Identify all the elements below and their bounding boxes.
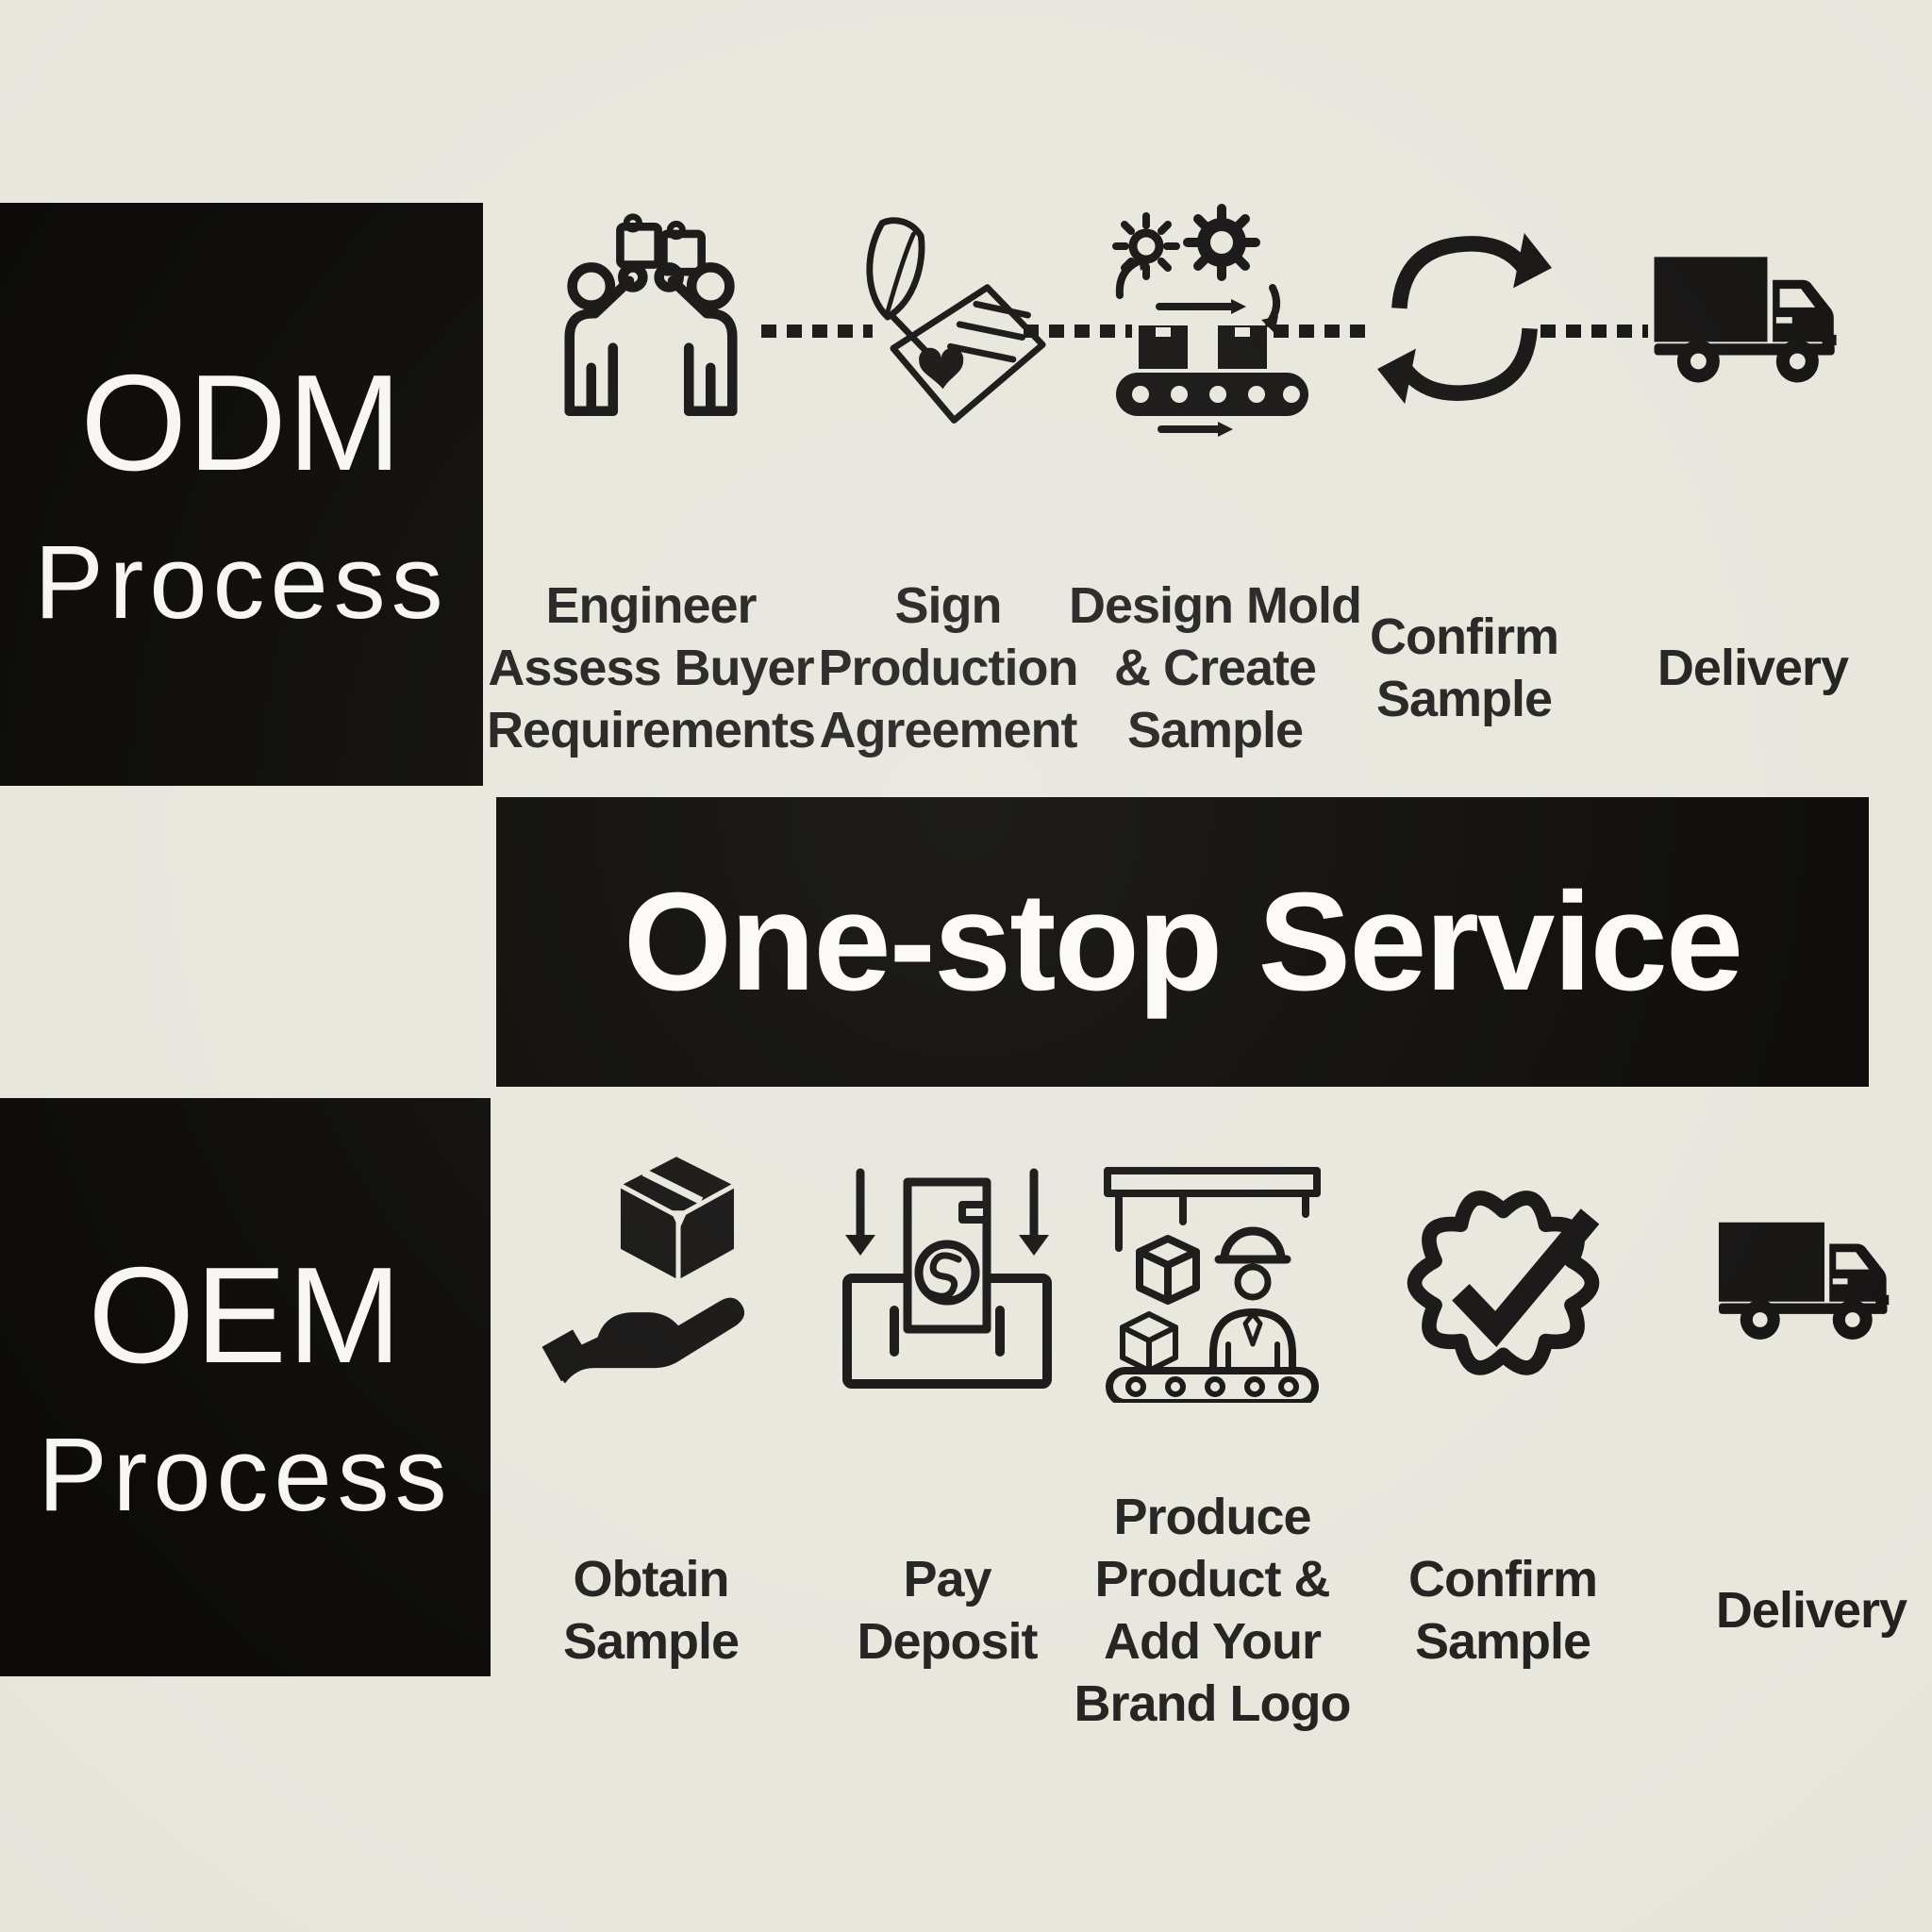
step-label: Confirm Sample bbox=[1408, 1551, 1598, 1670]
oem-step-3: Produce Product & Add Your Brand Logo bbox=[1042, 1134, 1382, 1752]
step-label: Design Mold & Create Sample bbox=[1069, 577, 1362, 758]
step-label: Pay Deposit bbox=[857, 1551, 1038, 1670]
odm-title: ODM bbox=[80, 345, 403, 499]
oem-step-4: Confirm Sample bbox=[1333, 1134, 1673, 1752]
step-label: Produce Product & Add Your Brand Logo bbox=[1074, 1489, 1352, 1732]
delivery-truck-icon bbox=[1583, 206, 1923, 432]
one-stop-service-banner: One-stop Service bbox=[496, 797, 1869, 1087]
people-puzzle-icon bbox=[481, 206, 821, 432]
oem-step-1: Obtain Sample bbox=[481, 1134, 821, 1752]
dotted-connector bbox=[1541, 325, 1648, 338]
quill-signature-icon bbox=[778, 206, 1118, 432]
dotted-connector bbox=[761, 325, 873, 338]
mold-conveyor-icon bbox=[1045, 204, 1385, 437]
banner-text: One-stop Service bbox=[623, 863, 1743, 1020]
dotted-connector bbox=[1274, 325, 1374, 338]
odm-subtitle: Process bbox=[34, 524, 449, 641]
delivery-truck-icon bbox=[1641, 1134, 1932, 1426]
step-label: Delivery bbox=[1657, 640, 1849, 696]
hand-box-icon bbox=[481, 1134, 821, 1426]
badge-check-icon bbox=[1333, 1134, 1673, 1426]
odm-step-2: Sign Production Agreement bbox=[778, 206, 1118, 809]
oem-step-2: Pay Deposit bbox=[777, 1134, 1117, 1752]
oem-panel: OEM Process bbox=[0, 1098, 491, 1676]
step-label: Confirm Sample bbox=[1370, 608, 1559, 727]
dotted-connector bbox=[1024, 325, 1132, 338]
step-label: Delivery bbox=[1715, 1582, 1907, 1639]
oem-subtitle: Process bbox=[38, 1417, 453, 1533]
step-label: Sign Production Agreement bbox=[818, 577, 1079, 758]
odm-step-4: Confirm Sample bbox=[1294, 206, 1634, 809]
step-label: Engineer Assess Buyer Requirements bbox=[486, 577, 816, 758]
step-label: Obtain Sample bbox=[562, 1551, 740, 1670]
odm-step-1: Engineer Assess Buyer Requirements bbox=[481, 206, 821, 809]
odm-step-3: Design Mold & Create Sample bbox=[1045, 204, 1385, 809]
pay-deposit-icon bbox=[777, 1134, 1117, 1426]
production-worker-icon bbox=[1042, 1134, 1382, 1426]
odm-step-5: Delivery bbox=[1583, 206, 1923, 809]
oem-step-5: Delivery bbox=[1641, 1134, 1932, 1752]
sync-arrows-icon bbox=[1294, 206, 1634, 432]
odm-panel: ODM Process bbox=[0, 203, 483, 786]
oem-title: OEM bbox=[88, 1239, 403, 1391]
